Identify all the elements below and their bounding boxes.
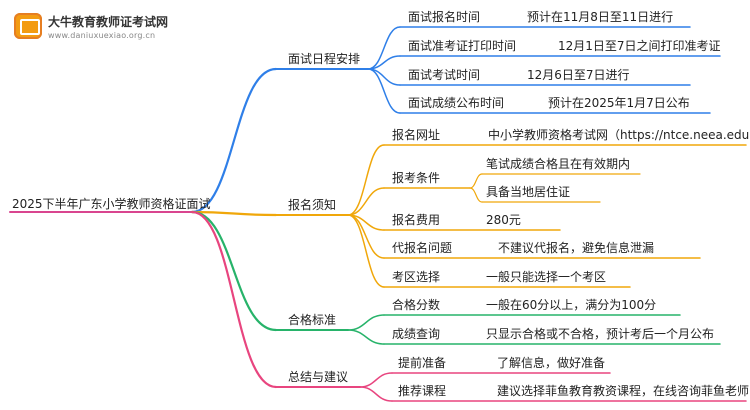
site-logo[interactable]: 大牛教育教师证考试网 www.daniuxuexiao.org.cn — [14, 11, 224, 51]
branch-summary: 总结与建议 — [288, 370, 349, 384]
branch-schedule: 面试日程安排 — [288, 52, 361, 66]
notes-condition-label: 报考条件 — [392, 171, 441, 185]
edge-schedule-0 — [367, 26, 401, 70]
notes-condition-value-2: 具备当地居住证 — [486, 185, 571, 199]
edge-root-notes — [190, 210, 278, 217]
schedule-ticket-value: 12月1日至7日之间打印准考证 — [558, 39, 721, 53]
summary-course-value: 建议选择菲鱼教育教资课程，在线咨询菲鱼老师 — [497, 384, 750, 398]
edge-condition-2 — [469, 187, 483, 203]
branch-signup-notes: 报名须知 — [288, 198, 337, 212]
schedule-result-label: 面试成绩公布时间 — [408, 96, 505, 110]
notes-proxy-label: 代报名问题 — [392, 241, 453, 255]
schedule-ticket-label: 面试准考证打印时间 — [408, 39, 517, 53]
summary-prepare-label: 提前准备 — [398, 356, 447, 370]
book-icon — [14, 13, 42, 39]
edge-pass-0 — [347, 314, 385, 331]
pass-score-value: 一般在60分以上，满分为100分 — [486, 298, 657, 312]
edge-root-summary — [190, 210, 278, 389]
edge-notes-0 — [347, 144, 385, 216]
edge-root-schedule — [190, 67, 278, 214]
schedule-signup-value: 预计在11月8日至11日进行 — [527, 10, 674, 24]
edge-root-pass — [190, 210, 278, 332]
schedule-exam-label: 面试考试时间 — [408, 68, 481, 82]
schedule-result-value: 预计在2025年1月7日公布 — [548, 96, 690, 110]
edge-notes-4 — [347, 214, 385, 288]
edge-summary-1 — [359, 386, 393, 402]
summary-course-label: 推荐课程 — [398, 384, 447, 398]
notes-website-value[interactable]: 中小学教师资格考试网（https://ntce.neea.edu.cn/） — [488, 128, 750, 142]
notes-region-value: 一般只能选择一个考区 — [486, 270, 607, 284]
notes-proxy-value: 不建议代报名，避免信息泄漏 — [498, 241, 655, 255]
notes-fee-label: 报名费用 — [392, 213, 441, 227]
edge-pass-1 — [347, 329, 385, 345]
branch-pass-standard: 合格标准 — [288, 313, 337, 327]
edge-condition-1 — [469, 173, 483, 189]
schedule-exam-value: 12月6日至7日进行 — [527, 68, 630, 82]
summary-prepare-value: 了解信息，做好准备 — [497, 356, 606, 370]
schedule-signup-label: 面试报名时间 — [408, 10, 481, 24]
edge-summary-0 — [359, 372, 393, 388]
notes-website-label: 报名网址 — [392, 128, 441, 142]
logo-url: www.daniuxuexiao.org.cn — [48, 31, 156, 40]
root-topic: 2025下半年广东小学教师资格证面试 — [12, 197, 211, 211]
pass-query-label: 成绩查询 — [392, 327, 441, 341]
edge-notes-1 — [347, 187, 385, 216]
edge-schedule-3 — [367, 68, 401, 114]
notes-region-label: 考区选择 — [392, 270, 441, 284]
pass-query-value: 只显示合格或不合格，预计考后一个月公布 — [486, 327, 715, 341]
pass-score-label: 合格分数 — [392, 298, 441, 312]
notes-condition-value-1: 笔试成绩合格且在有效期内 — [486, 157, 631, 171]
logo-title: 大牛教育教师证考试网 — [48, 15, 169, 29]
notes-fee-value: 280元 — [486, 213, 521, 227]
